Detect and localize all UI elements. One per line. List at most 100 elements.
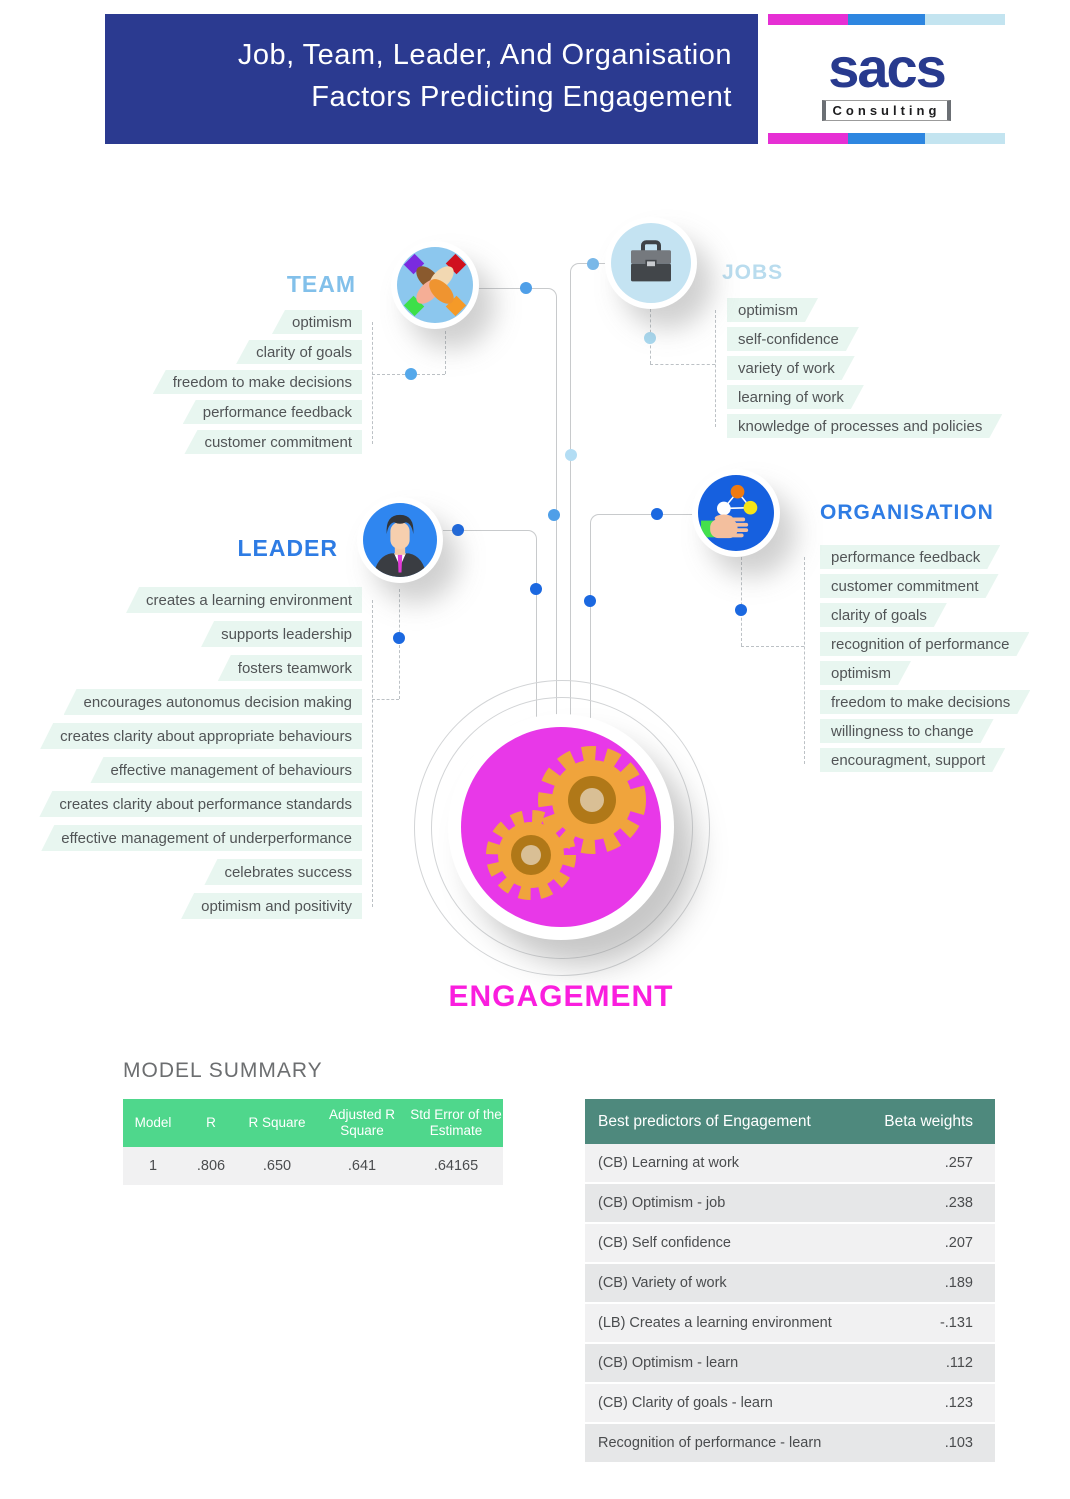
organisation-factor-item: freedom to make decisions bbox=[820, 690, 1030, 714]
leader-factor-item: effective management of behaviours bbox=[90, 757, 362, 783]
team-bubble bbox=[391, 241, 479, 329]
team-factor-item: freedom to make decisions bbox=[152, 370, 362, 394]
predictor-beta: .103 bbox=[944, 1435, 973, 1451]
organisation-dashed-line bbox=[741, 646, 804, 647]
jobs-heading: JOBS bbox=[722, 261, 784, 284]
predictor-beta: .238 bbox=[944, 1195, 973, 1211]
predictor-label: (CB) Self confidence bbox=[598, 1235, 731, 1251]
header-banner: Job, Team, Leader, And Organisation Fact… bbox=[105, 14, 758, 144]
organisation-bubble bbox=[692, 469, 780, 557]
predictors-header-label: Best predictors of Engagement bbox=[598, 1112, 811, 1130]
gear-large bbox=[538, 746, 646, 854]
organisation-connector-line bbox=[590, 514, 695, 761]
connector-dot bbox=[587, 258, 599, 270]
gear-small bbox=[486, 810, 576, 900]
briefcase-icon bbox=[631, 240, 671, 282]
organisation-factor-item: encouragment, support bbox=[820, 748, 1005, 772]
page-title-line2: Factors Predicting Engagement bbox=[311, 81, 732, 113]
team-heading: TEAM bbox=[286, 271, 356, 297]
predictor-label: (CB) Variety of work bbox=[598, 1275, 727, 1291]
leader-factor-item: creates a learning environment bbox=[126, 587, 362, 613]
stripe-lightblue-bottom bbox=[925, 133, 1005, 144]
leader-factor-item: supports leadership bbox=[201, 621, 362, 647]
team-dashed-line bbox=[445, 331, 446, 374]
predictors-row: (CB) Variety of work .189 bbox=[585, 1264, 995, 1304]
team-connector-line bbox=[479, 288, 557, 761]
predictors-table: Best predictors of Engagement Beta weigh… bbox=[585, 1099, 995, 1464]
stripe-magenta-top bbox=[768, 14, 848, 25]
gears-icon bbox=[486, 746, 646, 900]
page-title: Job, Team, Leader, And Organisation Fact… bbox=[238, 34, 732, 118]
leader-factor-item: creates clarity about appropriate behavi… bbox=[40, 723, 362, 749]
engagement-label: ENGAGEMENT bbox=[448, 980, 674, 1013]
page-title-line1: Job, Team, Leader, And Organisation bbox=[237, 39, 732, 71]
jobs-list-bracket bbox=[715, 310, 716, 427]
model-summary-header-cell: R Square bbox=[248, 1115, 306, 1130]
engagement-circle bbox=[461, 727, 661, 927]
model-summary-data-cell: .806 bbox=[196, 1158, 226, 1174]
organisation-factor-item: customer commitment bbox=[820, 574, 999, 598]
connector-dot bbox=[565, 449, 577, 461]
model-summary-title: MODEL SUMMARY bbox=[123, 1059, 323, 1082]
predictor-beta: .112 bbox=[945, 1355, 973, 1371]
predictors-rows: (CB) Learning at work .257 (CB) Optimism… bbox=[585, 1144, 995, 1464]
organisation-dashed-line bbox=[741, 557, 742, 646]
leader-factor-list: creates a learning environment supports l… bbox=[39, 587, 362, 919]
predictor-label: (CB) Learning at work bbox=[598, 1155, 740, 1171]
model-summary-header-cell: Model bbox=[134, 1115, 172, 1130]
predictor-beta: -.131 bbox=[939, 1315, 973, 1331]
model-summary-header-cell: R bbox=[206, 1115, 216, 1130]
connector-dot bbox=[735, 604, 747, 616]
leader-factor-item: creates clarity about performance standa… bbox=[39, 791, 362, 817]
leader-connector-line bbox=[443, 530, 537, 761]
jobs-factor-item: knowledge of processes and policies bbox=[727, 414, 1002, 438]
predictors-row: (CB) Optimism - job .238 bbox=[585, 1184, 995, 1224]
organisation-factor-item: clarity of goals bbox=[820, 603, 947, 627]
connector-dot bbox=[644, 332, 656, 344]
model-summary-data-cell: .64165 bbox=[433, 1158, 479, 1174]
team-factor-item: optimism bbox=[271, 310, 362, 334]
sacs-logo: sacs bbox=[828, 36, 947, 99]
model-summary-data-cell: .641 bbox=[347, 1158, 377, 1174]
connector-dot bbox=[530, 583, 542, 595]
organisation-factor-item: willingness to change bbox=[820, 719, 994, 743]
organisation-heading: ORGANISATION bbox=[820, 501, 994, 524]
organisation-factor-item: recognition of performance bbox=[820, 632, 1029, 656]
jobs-dashed-line bbox=[650, 364, 715, 365]
model-summary-header-cell: Std Error of the Estimate bbox=[410, 1107, 502, 1138]
predictor-label: (CB) Optimism - learn bbox=[598, 1355, 739, 1371]
engagement-outer-ring bbox=[414, 680, 710, 976]
leader-person-icon bbox=[373, 514, 427, 577]
sacs-logo-subtitle: Consulting bbox=[768, 100, 1005, 121]
leader-bubble bbox=[357, 497, 443, 583]
connector-dot bbox=[452, 524, 464, 536]
leader-factor-item: effective management of underperformance bbox=[41, 825, 362, 851]
jobs-factor-item: variety of work bbox=[727, 356, 855, 380]
predictors-header-value: Beta weights bbox=[884, 1112, 973, 1130]
model-summary-header-cell: Adjusted R Square bbox=[328, 1107, 396, 1138]
model-summary-data-cell: .650 bbox=[262, 1158, 292, 1174]
predictor-beta: .123 bbox=[944, 1395, 973, 1411]
predictor-beta: .189 bbox=[944, 1275, 973, 1291]
predictors-row: (LB) Creates a learning environment -.13… bbox=[585, 1304, 995, 1344]
team-list-bracket bbox=[372, 322, 373, 444]
organisation-list-bracket bbox=[804, 557, 805, 764]
jobs-factor-item: optimism bbox=[727, 298, 818, 322]
connector-dot bbox=[651, 508, 663, 520]
predictor-label: (CB) Clarity of goals - learn bbox=[598, 1395, 773, 1411]
predictor-beta: .257 bbox=[944, 1155, 973, 1171]
predictor-label: Recognition of performance - learn bbox=[598, 1435, 822, 1451]
jobs-bubble bbox=[605, 217, 697, 309]
stripe-blue-top bbox=[848, 14, 925, 25]
predictor-label: (LB) Creates a learning environment bbox=[598, 1315, 832, 1331]
leader-list-bracket bbox=[372, 600, 373, 907]
connector-dot bbox=[584, 595, 596, 607]
model-summary-table: Model R R Square Adjusted R Square Std Error… bbox=[123, 1099, 503, 1185]
stripe-magenta-bottom bbox=[768, 133, 848, 144]
model-summary-data-cell: 1 bbox=[148, 1158, 158, 1174]
stripe-blue-bottom bbox=[848, 133, 925, 144]
